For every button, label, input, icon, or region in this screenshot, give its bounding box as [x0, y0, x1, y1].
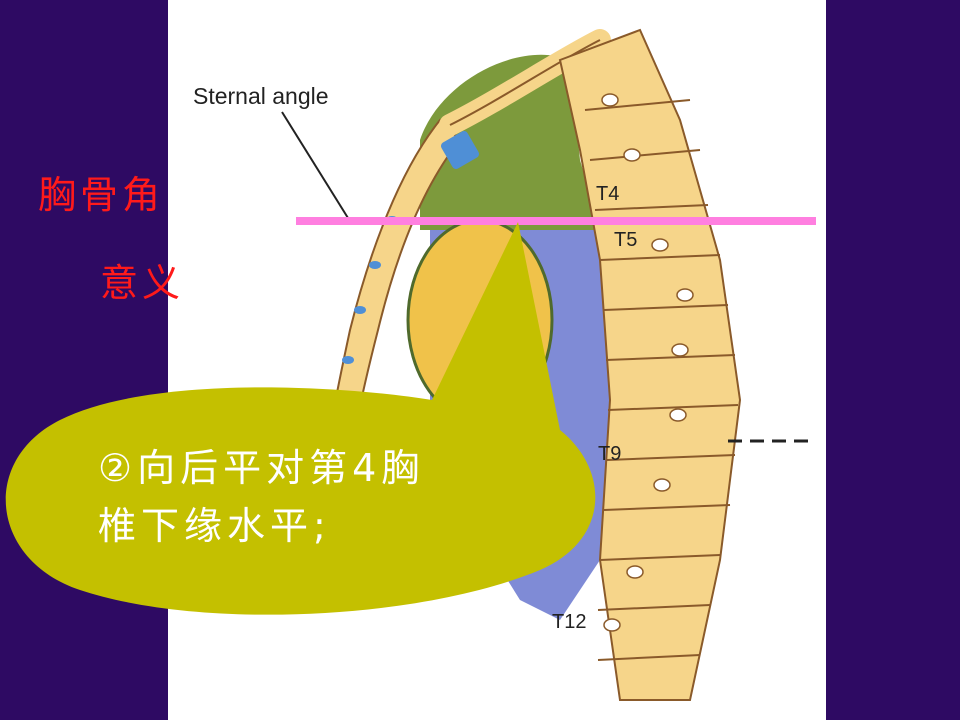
- vertebral-column: [558, 28, 742, 701]
- vertebra-label-t12: T12: [552, 611, 586, 633]
- manubrium-tag: [440, 130, 480, 170]
- vertebra-label-t4: T4: [596, 183, 619, 205]
- speech-bubble: [5, 222, 596, 615]
- vertebra-label-t9: T9: [598, 443, 621, 465]
- bubble-text-line-2: 椎下缘水平;: [98, 504, 331, 548]
- bubble-text-line-1: ②向后平对第4胸: [98, 446, 425, 490]
- vertebra-label-t5: T5: [614, 229, 637, 251]
- pericardium-region: [420, 54, 600, 231]
- sternal-angle-label: Sternal angle: [193, 83, 329, 109]
- slide-title-line-2: 意义: [100, 261, 185, 305]
- sternal-angle-leader: [281, 111, 349, 219]
- first-rib-outline: [449, 39, 601, 126]
- slide-title-line-1: 胸骨角: [38, 173, 165, 217]
